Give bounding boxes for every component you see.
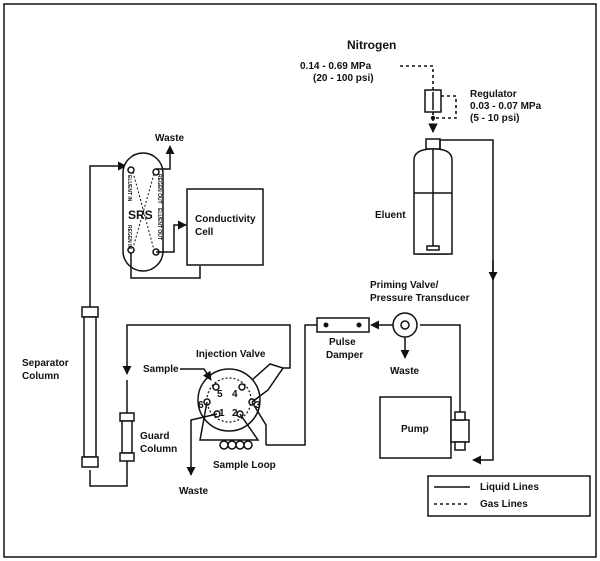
separator-label-line2: Column [22, 371, 59, 382]
srs-label: SRS [128, 208, 153, 222]
separator-label-line1: Separator [22, 358, 69, 369]
priming-label-line1: Priming Valve/ [370, 280, 439, 291]
valve-port-5: 5 [217, 389, 223, 400]
nitrogen-label: Nitrogen [347, 38, 396, 52]
conductivity-label-line1: Conductivity [195, 214, 256, 225]
pump-check-valve [450, 411, 470, 451]
pulse-damper-line2: Damper [326, 350, 363, 361]
pulse-damper-line1: Pulse [329, 337, 356, 348]
srs-suppressor [122, 152, 164, 272]
guard-label-line2: Column [140, 444, 177, 455]
valve-port-4: 4 [232, 389, 238, 400]
guard-label-line1: Guard [140, 431, 169, 442]
nitrogen-pressure-mpa: 0.14 - 0.69 MPa [300, 61, 372, 72]
conductivity-cell-box [186, 188, 264, 266]
diagram-border [3, 3, 597, 558]
eluent-label: Eluent [375, 210, 406, 221]
legend [427, 475, 591, 517]
sample-loop-label: Sample Loop [213, 460, 276, 471]
guard-column-icon [119, 412, 135, 462]
priming-valve-icon [392, 312, 418, 338]
valve-port-1: 1 [219, 408, 225, 419]
legend-liquid-label: Liquid Lines [480, 482, 539, 493]
regulator-pressure-psi: (5 - 10 psi) [470, 113, 519, 124]
legend-gas-label: Gas Lines [480, 499, 528, 510]
eluent-bottle [413, 138, 453, 255]
regulator-pressure-mpa: 0.03 - 0.07 MPa [470, 101, 542, 112]
waste-bottom-label: Waste [179, 486, 209, 497]
injection-valve [197, 368, 261, 432]
pump-label: Pump [401, 424, 429, 435]
sample-label: Sample [143, 364, 179, 375]
priming-label-line2: Pressure Transducer [370, 293, 470, 304]
pump-box [379, 396, 452, 459]
injection-valve-label: Injection Valve [196, 349, 266, 360]
waste-pump-label: Waste [390, 366, 420, 377]
pulse-damper-icon [316, 317, 370, 333]
waste-top-label: Waste [155, 133, 185, 144]
valve-port-6: 6 [198, 400, 204, 411]
conductivity-label-line2: Cell [195, 227, 214, 238]
regulator-label: Regulator [470, 89, 517, 100]
eluent-out-label: ELUENT OUT [156, 208, 162, 240]
valve-port-2: 2 [232, 408, 238, 419]
valve-port-3: 3 [255, 400, 261, 411]
regen-in-label: REGEN IN [126, 225, 132, 250]
sample-loop-icon [219, 440, 253, 450]
nitrogen-pressure-psi: (20 - 100 psi) [313, 73, 374, 84]
gas-supply [400, 65, 457, 133]
regen-out-label: REGEN OUT [156, 174, 162, 204]
eluent-in-label: ELUENT IN [126, 175, 132, 202]
separator-column-icon [81, 306, 99, 468]
